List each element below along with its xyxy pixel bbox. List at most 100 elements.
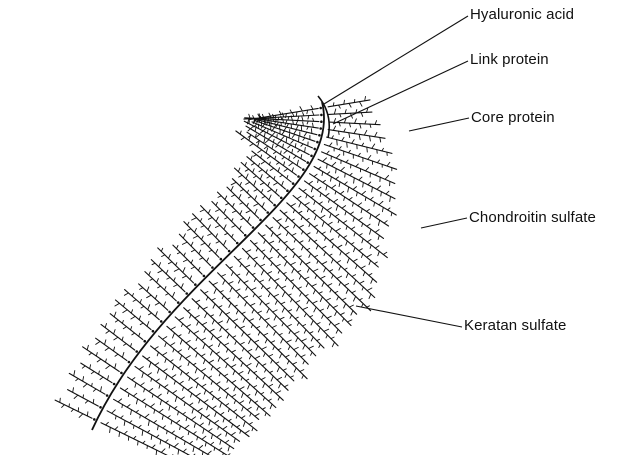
chain-tick: [176, 263, 177, 266]
link-site-dot: [244, 234, 247, 237]
label-link-protein: Link protein: [470, 52, 549, 67]
chain-tick: [110, 427, 111, 432]
chain-tick: [311, 337, 313, 341]
chain-tick: [252, 428, 253, 431]
chain-tick: [241, 416, 245, 418]
right-chain: [151, 260, 185, 292]
chain-tick: [211, 434, 212, 438]
chain-tick: [213, 304, 215, 308]
chain-tick: [150, 279, 153, 280]
chain-tick: [115, 303, 120, 306]
chain-tick: [203, 307, 207, 309]
chain-tick: [262, 286, 264, 289]
chain-tick: [303, 361, 305, 364]
link-site-dot: [316, 141, 319, 144]
chain-tick: [149, 272, 151, 276]
chain-tick: [229, 282, 234, 284]
chain-tick: [367, 240, 371, 242]
chain-tick: [322, 246, 326, 248]
chain-tick: [307, 248, 310, 250]
chain-tick: [346, 241, 348, 245]
chain-tick: [287, 361, 289, 364]
chain-tick: [375, 121, 377, 125]
right-chain: [69, 371, 105, 395]
chain-tick: [242, 312, 245, 314]
chain-tick: [124, 344, 127, 346]
chain-tick: [199, 399, 200, 403]
chain-tick: [383, 252, 387, 254]
chain-tick: [268, 293, 270, 297]
chain-tick: [370, 245, 371, 248]
chain-tick: [359, 234, 362, 236]
chain-tick: [226, 432, 227, 436]
chain-tick: [283, 144, 284, 148]
chain-tick: [226, 364, 228, 368]
chain-tick: [214, 421, 218, 424]
chain-tick: [329, 322, 331, 325]
chain-tick: [226, 203, 229, 205]
chain-tick: [352, 140, 355, 144]
chain-tick: [220, 291, 223, 293]
chain-tick: [264, 133, 265, 137]
chain-tick: [258, 332, 260, 335]
link-site-dot: [135, 350, 138, 353]
chain-tick: [208, 210, 210, 214]
chain-tick: [183, 268, 185, 273]
chain-tick: [204, 360, 206, 364]
link-site-dot: [211, 266, 214, 269]
chain-tick: [220, 327, 222, 331]
chain-tick: [262, 347, 267, 349]
chain-tick: [207, 258, 209, 262]
chain-tick: [198, 306, 199, 309]
chain-tick: [87, 412, 88, 416]
chain-tick: [253, 294, 255, 297]
chain-tick: [132, 378, 135, 380]
chain-tick: [324, 329, 329, 331]
chain-tick: [276, 362, 279, 363]
chain-tick: [239, 175, 243, 177]
chain-tick: [211, 315, 214, 317]
chain-stem: [201, 206, 236, 242]
chain-tick: [136, 410, 138, 412]
chain-tick: [322, 282, 324, 286]
chain-tick: [367, 209, 370, 211]
chain-tick: [361, 113, 363, 117]
chain-tick: [156, 312, 158, 317]
chain-tick: [339, 147, 341, 150]
chain-tick: [359, 134, 360, 139]
chain-tick: [339, 182, 340, 187]
chain-tick: [256, 346, 258, 350]
chain-tick: [368, 156, 371, 160]
chain-tick: [138, 425, 141, 427]
chain-tick: [264, 240, 266, 243]
chain-tick: [245, 431, 249, 434]
chain-tick: [122, 352, 124, 357]
chain-tick: [337, 261, 341, 263]
chain-tick: [203, 344, 205, 349]
chain-tick: [264, 353, 266, 357]
chain-tick: [169, 254, 171, 258]
chain-tick: [255, 401, 258, 403]
chain-tick: [356, 265, 358, 269]
chain-tick: [255, 391, 257, 396]
chain-tick: [154, 410, 155, 414]
right-chain: [124, 290, 159, 320]
chain-tick: [209, 243, 211, 246]
chain-tick: [219, 373, 220, 376]
chain-tick: [244, 281, 248, 283]
chain-tick: [382, 148, 384, 151]
chain-tick: [262, 364, 266, 366]
chain-tick: [89, 353, 92, 355]
chain-tick: [223, 418, 224, 422]
chain-tick: [90, 365, 91, 369]
chain-tick: [209, 360, 214, 363]
chain-tick: [142, 399, 145, 402]
chain-tick: [297, 196, 301, 198]
chain-tick: [96, 341, 100, 344]
chain-tick: [243, 317, 245, 322]
chain-tick: [332, 185, 336, 188]
chain-tick: [374, 262, 377, 264]
chain-tick: [245, 169, 249, 171]
chain-tick: [85, 401, 88, 404]
chain-tick: [298, 271, 301, 273]
